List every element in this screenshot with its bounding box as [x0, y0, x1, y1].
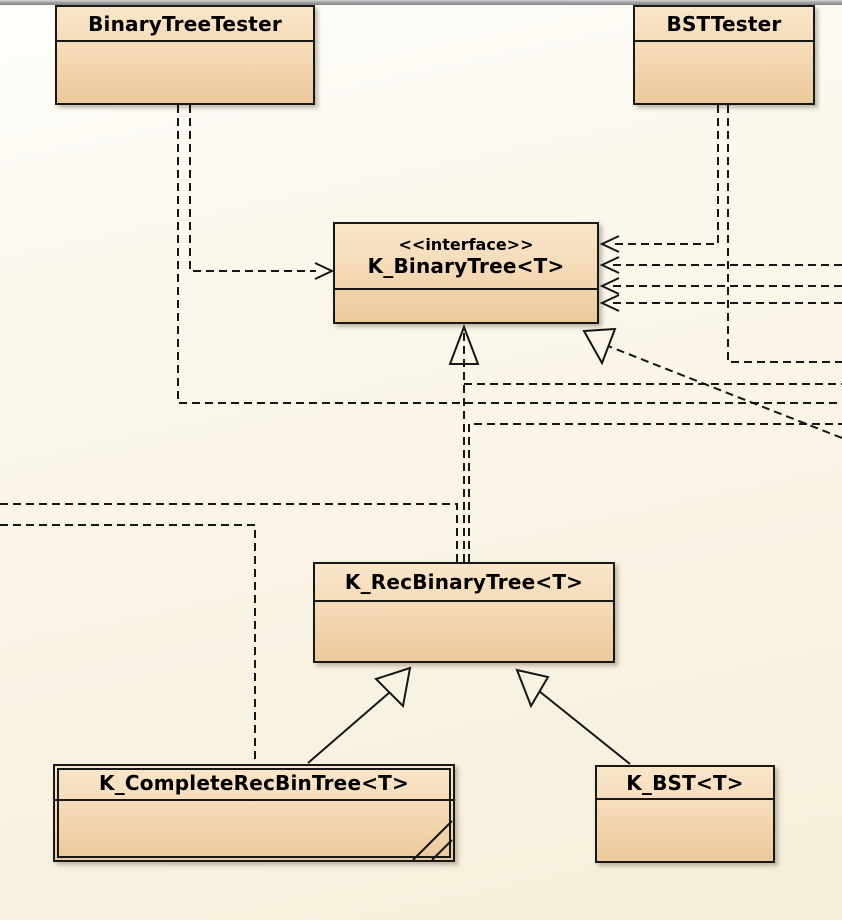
- generalization-kbst-to-krecbinarytree[interactable]: [515, 668, 631, 765]
- class-box-kbst[interactable]: K_BST<T>: [595, 765, 775, 863]
- dependency-bsttester-to-kbinarytree[interactable]: [599, 105, 719, 253]
- dependency-krecbinarytree-offcanvas-left[interactable]: [0, 503, 458, 562]
- dependency-kcompleterecbintree-offcanvas-left[interactable]: [0, 524, 256, 759]
- stereotype-label: <<interface>>: [398, 234, 534, 254]
- class-box-krecbinarytree[interactable]: K_RecBinaryTree<T>: [313, 562, 615, 663]
- generalization-kcompleterecbintree-to-krecbinarytree[interactable]: [307, 666, 412, 764]
- class-box-kbinarytree-interface[interactable]: <<interface>> K_BinaryTree<T>: [333, 222, 599, 324]
- class-box-binarytreetester[interactable]: BinaryTreeTester: [55, 5, 315, 105]
- title-compartment: BinaryTreeTester: [57, 7, 313, 42]
- class-name: K_RecBinaryTree<T>: [344, 570, 584, 594]
- realization-offcanvas-to-kbinarytree[interactable]: [582, 327, 842, 439]
- dependency-binarytreetester-to-kbinarytree[interactable]: [189, 105, 335, 280]
- class-name: K_BST<T>: [626, 770, 744, 795]
- dependency-offcanvas-to-kbinarytree-1[interactable]: [599, 256, 842, 274]
- class-name: K_BinaryTree<T>: [367, 253, 565, 278]
- dependency-offcanvas-to-kbinarytree-2[interactable]: [599, 277, 842, 295]
- title-compartment: BSTTester: [635, 7, 813, 42]
- class-name: BinaryTreeTester: [88, 11, 282, 36]
- class-box-kcompleterecbintree[interactable]: K_CompleteRecBinTree<T>: [53, 764, 455, 862]
- dependency-bsttester-offcanvas-right[interactable]: [727, 105, 842, 363]
- class-name: BSTTester: [666, 11, 782, 36]
- title-compartment: K_CompleteRecBinTree<T>: [55, 766, 453, 801]
- class-box-bsttester[interactable]: BSTTester: [633, 5, 815, 105]
- dependency-offcanvas-to-kbinarytree-3[interactable]: [599, 294, 842, 312]
- window-top-divider: [0, 0, 842, 5]
- title-compartment: K_BST<T>: [597, 767, 773, 800]
- dependency-krecbinarytree-offcanvas-right-lower[interactable]: [468, 423, 842, 562]
- class-name: K_CompleteRecBinTree<T>: [99, 770, 409, 795]
- realization-krecbinarytree-to-kbinarytree[interactable]: [448, 324, 480, 562]
- title-compartment: <<interface>> K_BinaryTree<T>: [335, 224, 597, 290]
- title-compartment: K_RecBinaryTree<T>: [315, 564, 613, 602]
